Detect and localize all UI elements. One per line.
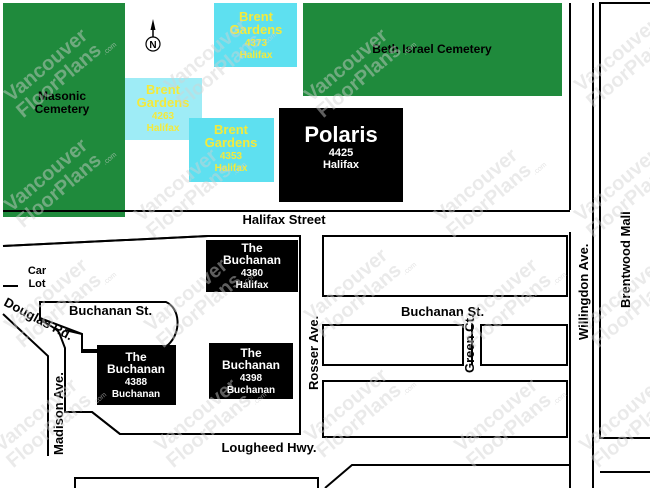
street-rosser: Rosser Ave. bbox=[306, 316, 321, 390]
brent-4353-line-2: Gardens bbox=[205, 135, 258, 150]
brent-4373-line-3: 4373 bbox=[245, 38, 268, 49]
polaris-line-2: 4425 bbox=[329, 147, 353, 159]
block-east-bottom bbox=[322, 380, 568, 438]
buchanan-4398-line-1: The bbox=[240, 346, 262, 360]
street-buchanan-west: Buchanan St. bbox=[69, 303, 152, 318]
buchanan-4398-line-4: Buchanan bbox=[227, 385, 275, 396]
buchanan-4380-building[interactable] bbox=[206, 240, 298, 292]
block-east-middle-right bbox=[480, 324, 568, 366]
buchanan-4380-line-3: 4380 bbox=[241, 268, 264, 279]
street-halifax: Halifax Street bbox=[242, 212, 326, 227]
buchanan-4380-line-2: Buchanan bbox=[223, 253, 281, 267]
street-green: Green Ct. bbox=[462, 314, 477, 373]
buchanan-4398-line-3: 4398 bbox=[240, 373, 263, 384]
masonic-cemetery bbox=[3, 3, 125, 217]
buchanan-4380-line-1: The bbox=[241, 241, 263, 255]
street-willingdon: Willingdon Ave. bbox=[576, 244, 591, 340]
brent-gardens-4353[interactable] bbox=[189, 118, 274, 182]
brent-4353-line-3: 4353 bbox=[220, 151, 243, 162]
car-lot-label-1: Car bbox=[28, 265, 47, 277]
block-east-middle-left bbox=[322, 324, 464, 366]
buchanan-4380-line-4: Halifax bbox=[236, 280, 269, 291]
block-east-top bbox=[322, 235, 568, 297]
brent-4263-line-3: 4263 bbox=[152, 111, 175, 122]
street-lougheed: Lougheed Hwy. bbox=[221, 440, 316, 455]
masonic-cemetery-label-1: Masonic bbox=[38, 89, 86, 103]
brent-4263-line-2: Gardens bbox=[137, 95, 190, 110]
beth-israel-cemetery bbox=[303, 3, 562, 96]
brent-4353-line-1: Brent bbox=[214, 122, 249, 137]
brent-4373-line-2: Gardens bbox=[230, 22, 283, 37]
brent-4263-line-1: Brent bbox=[146, 82, 181, 97]
buchanan-4388-line-4: Buchanan bbox=[112, 389, 160, 400]
car-lot-label-2: Lot bbox=[28, 278, 45, 290]
buchanan-4398-building[interactable] bbox=[209, 343, 293, 399]
beth-israel-cemetery-label: Beth Israel Cemetery bbox=[372, 42, 492, 56]
street-madison: Madison Ave. bbox=[51, 372, 66, 455]
brent-4373-line-1: Brent bbox=[239, 9, 274, 24]
polaris-line-3: Halifax bbox=[323, 159, 360, 171]
brent-4263-line-4: Halifax bbox=[147, 123, 180, 134]
buchanan-4388-line-2: Buchanan bbox=[107, 362, 165, 376]
north-arrow-icon bbox=[145, 19, 161, 52]
brent-4353-line-4: Halifax bbox=[215, 163, 248, 174]
street-brentwood-mall: Brentwood Mall bbox=[618, 211, 633, 308]
polaris-line-1: Polaris bbox=[304, 122, 377, 147]
compass-north-label: N bbox=[149, 40, 156, 51]
brent-4373-line-4: Halifax bbox=[240, 50, 273, 61]
brent-gardens-4373[interactable] bbox=[214, 3, 297, 67]
buchanan-4388-line-1: The bbox=[125, 350, 147, 364]
buchanan-4388-building[interactable] bbox=[97, 345, 176, 405]
watermark-line-3: .com bbox=[532, 161, 548, 176]
polaris-building[interactable] bbox=[279, 108, 403, 202]
buchanan-4398-line-2: Buchanan bbox=[222, 358, 280, 372]
buchanan-4388-line-3: 4388 bbox=[125, 377, 148, 388]
masonic-cemetery-label-2: Cemetery bbox=[35, 102, 90, 116]
street-buchanan-east: Buchanan St. bbox=[401, 304, 484, 319]
